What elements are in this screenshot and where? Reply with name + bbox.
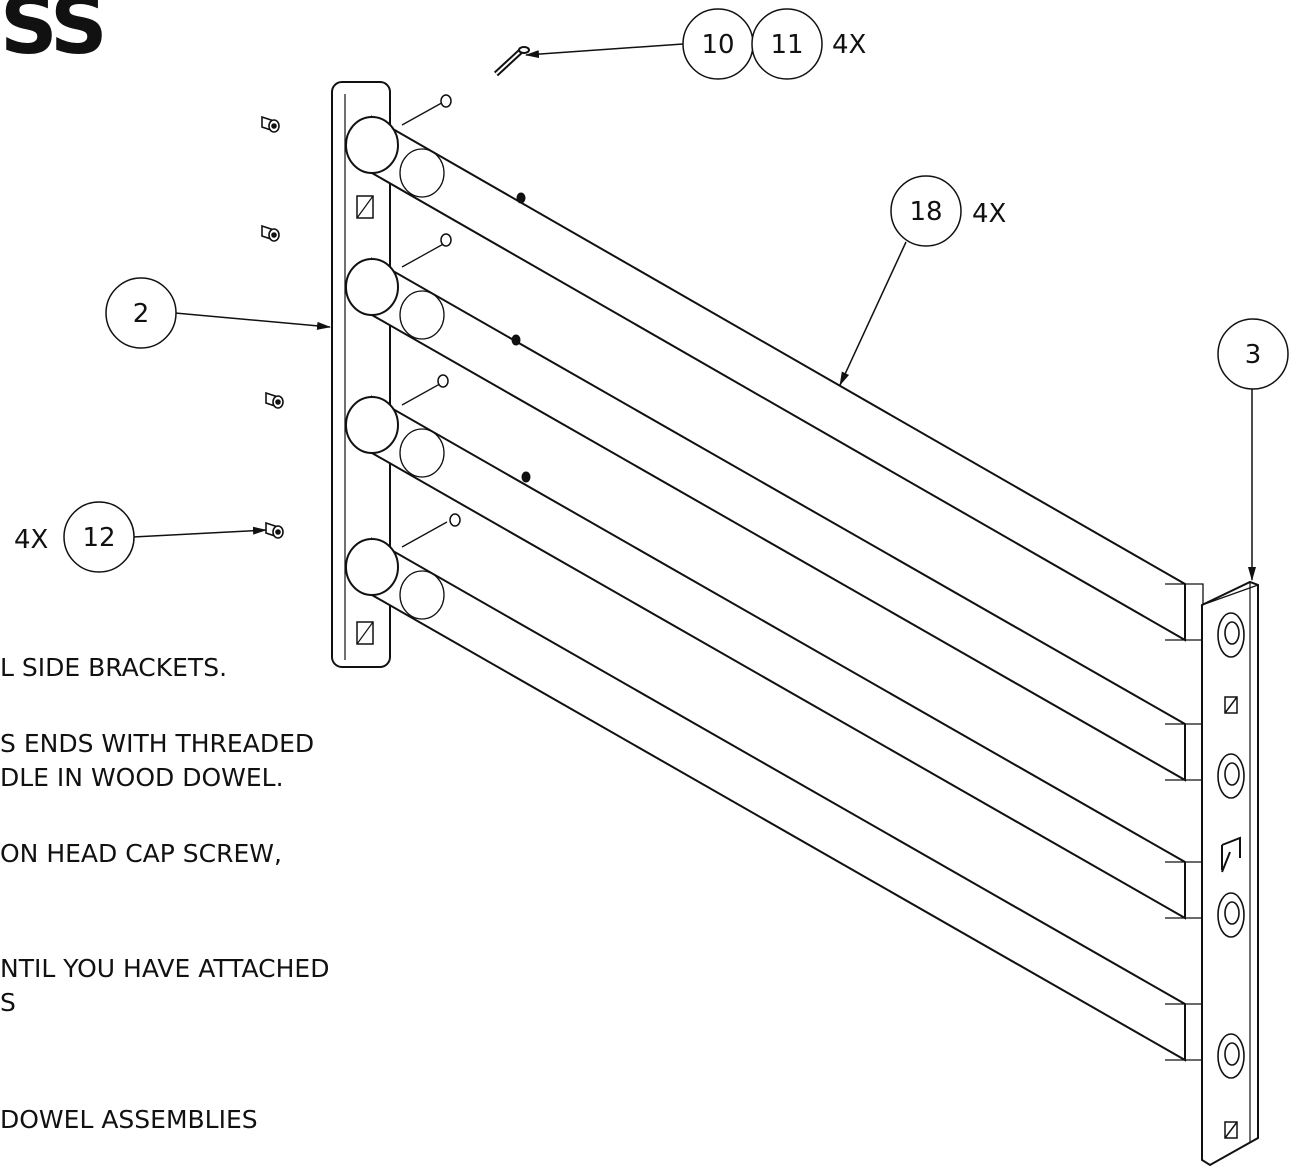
note-line-6: S	[0, 988, 16, 1017]
note-line-3: DLE IN WOOD DOWEL.	[0, 763, 284, 792]
bracket-hole-2	[1217, 753, 1245, 799]
callout-3: 3	[1217, 318, 1289, 390]
callout-12: 12	[63, 501, 135, 573]
callout-2: 2	[105, 277, 177, 349]
qty-10-11: 4X	[832, 30, 866, 60]
barrel-nut-2	[261, 224, 280, 242]
screw-head-1	[516, 192, 526, 204]
right-bracket-holes	[1217, 612, 1245, 1139]
barrel-nuts	[261, 115, 284, 539]
qty-12: 4X	[14, 525, 48, 555]
svg-text:11: 11	[770, 30, 803, 60]
leader-lines	[132, 43, 1256, 581]
bracket-logo-mark	[1221, 836, 1241, 873]
bracket-hole-4	[1217, 1033, 1245, 1079]
svg-text:2: 2	[133, 299, 150, 329]
left-side-bracket	[331, 81, 391, 668]
barrel-nut-1	[261, 115, 280, 133]
note-line-4: ON HEAD CAP SCREW,	[0, 839, 282, 868]
washers	[437, 94, 531, 527]
dowel-2	[345, 241, 1204, 782]
barrel-nut-4	[265, 521, 284, 539]
bracket-slot-2	[1224, 1121, 1238, 1139]
brand-logo: SS	[0, 0, 108, 72]
bracket-hole-1	[1217, 612, 1245, 658]
note-line-5: NTIL YOU HAVE ATTACHED	[0, 954, 330, 983]
note-line-1: L SIDE BRACKETS.	[0, 653, 228, 682]
dowel-1	[345, 99, 1204, 642]
screw-head-3	[521, 471, 531, 483]
note-line-7: DOWEL ASSEMBLIES	[0, 1105, 258, 1134]
barrel-nut-3	[265, 391, 284, 409]
qty-18: 4X	[972, 199, 1006, 229]
bracket-hole-3	[1217, 892, 1245, 938]
note-line-2: S ENDS WITH THREADED	[0, 729, 315, 758]
screw-head-2	[511, 334, 521, 346]
svg-text:10: 10	[701, 30, 734, 60]
washer-2	[440, 233, 452, 247]
dowel-4	[345, 521, 1204, 1062]
bracket-slot-1	[1224, 696, 1238, 714]
washer-3	[437, 374, 449, 388]
callout-10: 10	[682, 8, 754, 80]
svg-text:3: 3	[1245, 340, 1262, 370]
callout-11: 11	[751, 8, 823, 80]
svg-text:18: 18	[909, 197, 942, 227]
washer-1	[440, 94, 452, 108]
washer-4	[449, 513, 461, 527]
callout-18: 18	[890, 175, 962, 247]
cap-screw	[493, 46, 530, 77]
dowel-3	[345, 379, 1204, 920]
dowels	[345, 99, 1204, 1062]
right-side-bracket	[1201, 580, 1259, 1167]
svg-text:12: 12	[82, 523, 115, 553]
